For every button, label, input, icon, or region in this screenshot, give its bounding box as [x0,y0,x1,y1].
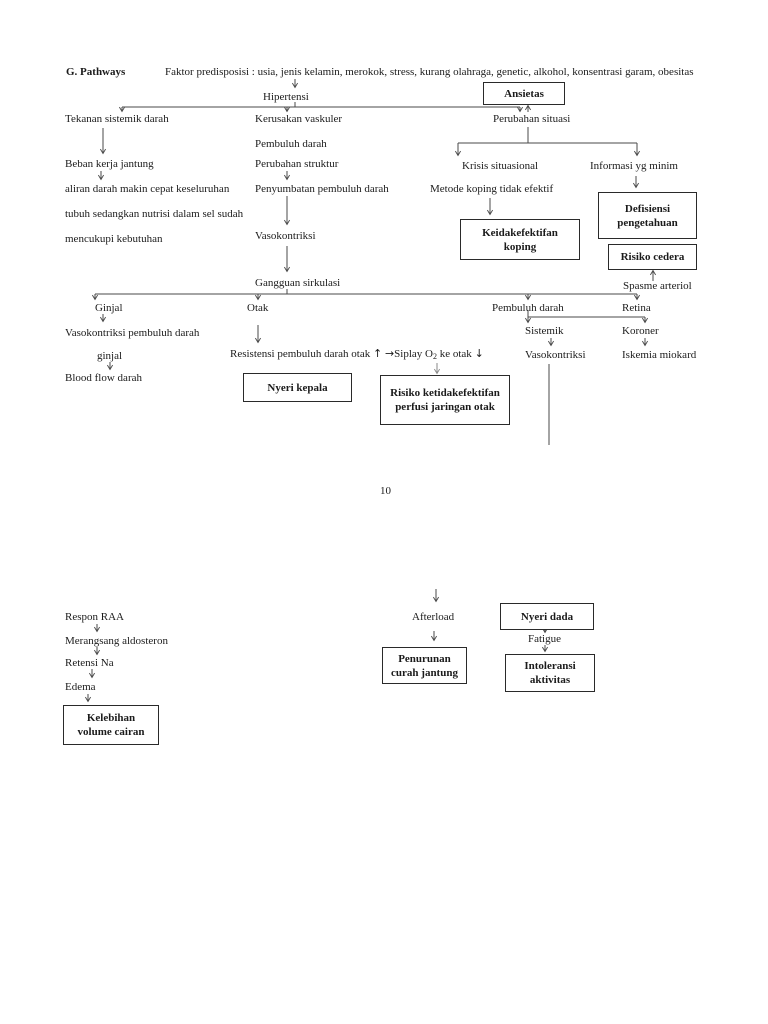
o2-subscript: 2 [432,352,437,361]
node-koroner: Koroner [622,325,659,337]
node-vasokontriksi: Vasokontriksi [255,230,316,242]
node-aliran-darah-2: tubuh sedangkan nutrisi dalam sel sudah [65,208,244,220]
diagnosis-box-risiko-cedera: Risiko cedera [608,244,697,270]
node-pembuluh-darah-organ: Pembuluh darah [492,302,564,314]
diagnosis-box-intoleransi: Intoleransi aktivitas [505,654,595,692]
diagnosis-box-nyeri-dada: Nyeri dada [500,603,594,630]
node-respon-raa: Respon RAA [65,611,124,623]
diagnosis-box-penurunan-curah: Penurunan curah jantung [382,647,467,684]
node-spasme-arteriol: Spasme arteriol [623,280,692,292]
node-pembuluh-darah-cont: Pembuluh darah [255,138,327,150]
node-krisis-situasional: Krisis situasional [462,160,539,172]
node-aliran-darah-1: aliran darah makin cepat keseluruhan [65,183,230,195]
node-retensi-na: Retensi Na [65,657,114,669]
diagnosis-box-perfusi-otak: Risiko ketidakefektifan perfusi jaringan… [380,375,510,425]
node-kerusakan-vaskuler: Kerusakan vaskuler [255,113,343,125]
right-arrow-glyph: → [384,347,395,360]
node-retina: Retina [622,302,651,314]
node-hipertensi: Hipertensi [263,91,309,103]
node-sistemik: Sistemik [525,325,564,337]
node-tekanan-sistemik: Tekanan sistemik darah [65,113,169,125]
up-arrow-glyph: ↑ [372,347,383,360]
node-vasokontriksi-sistemik: Vasokontriksi [525,349,586,361]
node-perubahan-struktur: Perubahan struktur [255,158,339,170]
node-vasokontriksi-ginjal-1: Vasokontriksi pembuluh darah [65,327,200,339]
diagnosis-box-nyeri-kepala: Nyeri kepala [243,373,352,402]
predisposition-text: Faktor predisposisi : usia, jenis kelami… [165,66,694,78]
node-penyumbatan: Penyumbatan pembuluh darah [255,183,389,195]
diagnosis-box-kelebihan-cairan: Kelebihan volume cairan [63,705,159,745]
node-afterload: Afterload [412,611,455,623]
page-number: 10 [380,485,391,497]
node-metode-koping: Metode koping tidak efektif [430,183,554,195]
section-title: G. Pathways [66,66,126,78]
node-fatigue: Fatigue [528,633,561,645]
node-vasokontriksi-ginjal-2: ginjal [97,350,123,362]
node-otak: Otak [247,302,269,314]
down-arrow-glyph: ↓ [474,347,484,360]
node-beban-kerja: Beban kerja jantung [65,158,154,170]
node-perubahan-situasi: Perubahan situasi [493,113,571,125]
node-gangguan-sirkulasi: Gangguan sirkulasi [255,277,341,289]
node-edema: Edema [65,681,96,693]
node-iskemia-miokard: Iskemia miokard [622,349,697,361]
node-ginjal: Ginjal [95,302,123,314]
node-blood-flow: Blood flow darah [65,372,142,384]
node-resistensi-otak: Resistensi pembuluh darah otak ↑ →Siplay… [230,347,484,361]
diagnosis-box-ansietas: Ansietas [483,82,565,105]
node-informasi-minim: Informasi yg minim [590,160,678,172]
diagnosis-box-defisiensi: Defisiensi pengetahuan [598,192,697,239]
node-merangsang-aldosteron: Merangsang aldosteron [65,635,168,647]
node-aliran-darah-3: mencukupi kebutuhan [65,233,163,245]
diagnosis-box-koping: Keidakefektifan koping [460,219,580,260]
